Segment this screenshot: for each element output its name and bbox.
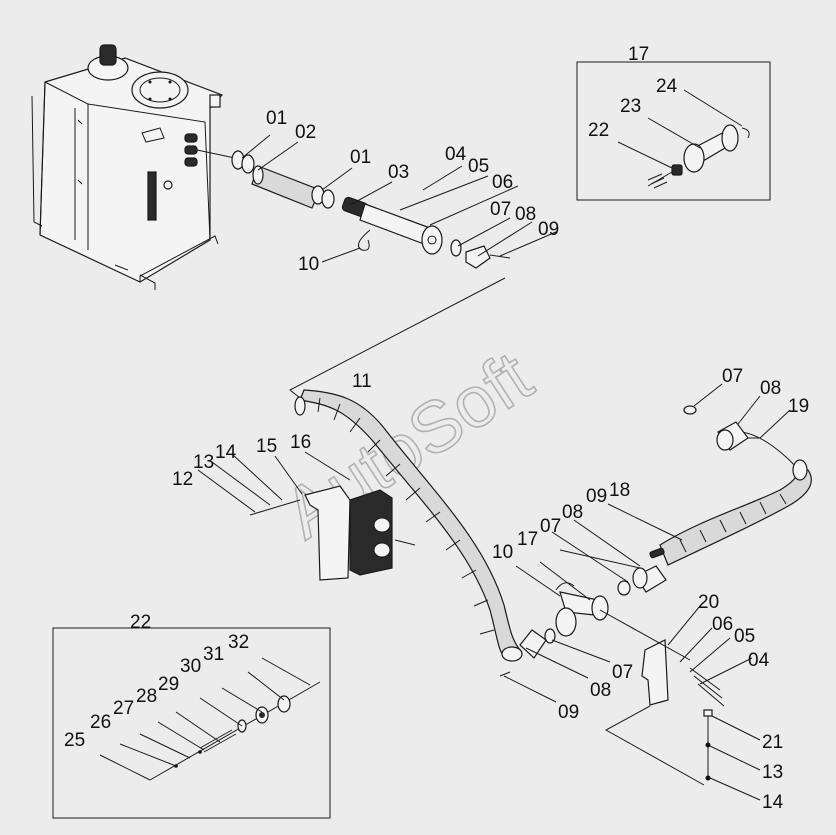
callout-19: 19 [788, 396, 809, 417]
callout-22: 22 [588, 120, 609, 141]
callout-11: 11 [352, 371, 372, 392]
callout-07: 07 [540, 516, 561, 537]
hose-11 [294, 389, 523, 662]
callout-09: 09 [538, 219, 559, 240]
callout-20: 20 [698, 592, 719, 613]
callout-09: 09 [586, 486, 607, 507]
callout-15: 15 [256, 436, 277, 457]
callout-18: 18 [609, 480, 630, 501]
detail-box-17 [576, 61, 771, 201]
callout-04: 04 [445, 144, 467, 165]
callout-04: 04 [748, 650, 770, 671]
callout-30: 30 [180, 656, 201, 677]
callout-07: 07 [612, 662, 633, 683]
callout-01: 01 [266, 108, 287, 129]
detail-box-22 [52, 627, 331, 819]
callout-27: 27 [113, 698, 134, 719]
callout-29: 29 [158, 674, 179, 695]
callout-14: 14 [215, 442, 237, 463]
callout-14: 14 [762, 792, 784, 813]
suction-line-parts [231, 150, 511, 269]
callout-17: 17 [628, 44, 649, 65]
callout-10: 10 [492, 542, 513, 563]
callout-28: 28 [136, 686, 157, 707]
leader-lines-upper [241, 134, 557, 399]
callout-09: 09 [558, 702, 579, 723]
callout-05: 05 [468, 156, 489, 177]
callout-08: 08 [562, 502, 583, 523]
callout-26: 26 [90, 712, 111, 733]
callout-07: 07 [490, 199, 511, 220]
watermark: AutoSoft [270, 336, 547, 555]
watermark-text: AutoSoft [270, 337, 545, 555]
callout-08: 08 [760, 378, 781, 399]
leader-lines-right [503, 383, 791, 801]
callout-08: 08 [515, 204, 536, 225]
callout-10: 10 [298, 254, 319, 275]
callout-labels: 01 02 01 03 04 05 06 07 08 09 10 11 12 1… [64, 44, 809, 813]
callout-32: 32 [228, 632, 249, 653]
callout-06: 06 [712, 614, 733, 635]
callout-17: 17 [517, 529, 538, 550]
hydraulic-tank [31, 44, 236, 290]
callout-12: 12 [172, 469, 193, 490]
bracket-assembly [197, 451, 416, 581]
callout-01: 01 [350, 147, 371, 168]
callout-02: 02 [295, 122, 316, 143]
callout-24: 24 [656, 76, 678, 97]
callout-25: 25 [64, 730, 85, 751]
callout-08: 08 [590, 680, 611, 701]
callout-31: 31 [203, 644, 224, 665]
callout-22: 22 [130, 612, 151, 633]
callout-05: 05 [734, 626, 755, 647]
callout-13: 13 [762, 762, 783, 783]
callout-13: 13 [193, 452, 214, 473]
callout-16: 16 [290, 432, 311, 453]
callout-06: 06 [492, 172, 513, 193]
callout-07: 07 [722, 366, 743, 387]
pressure-line-parts [499, 405, 812, 781]
callout-03: 03 [388, 162, 409, 183]
callout-23: 23 [620, 96, 641, 117]
callout-21: 21 [762, 732, 783, 753]
